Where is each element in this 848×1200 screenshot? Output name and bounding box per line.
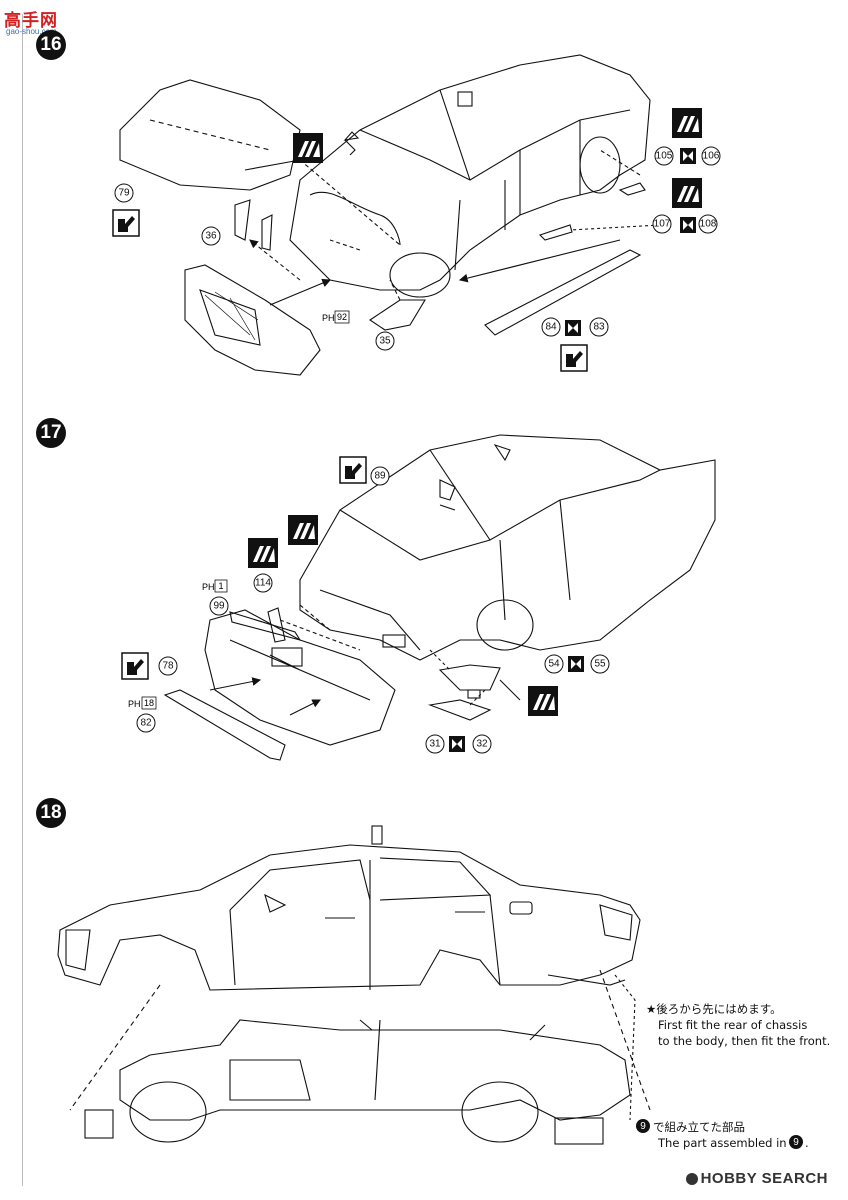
mirror-pair-icon [680, 217, 696, 233]
part-35 [369, 299, 426, 331]
rear-diffuser [163, 689, 286, 761]
mirror-pair-icon [680, 148, 696, 164]
part-label-99: 99 [213, 601, 225, 612]
part-label-32: 32 [476, 739, 488, 750]
part-label-82: 82 [140, 718, 152, 729]
car-body-step16 [289, 54, 651, 291]
part-label-83: 83 [593, 322, 605, 333]
part-label-79: 79 [118, 188, 130, 199]
ph-prefix-17a: PH [202, 582, 215, 592]
step18-note: ★後ろから先にはめます。 First fit the rear of chass… [646, 1001, 830, 1049]
part-label-105: 105 [656, 151, 673, 162]
step16-icons [112, 108, 702, 372]
ph-code-92: 92 [337, 312, 347, 322]
part-label-78: 78 [162, 661, 174, 672]
part-label-108: 108 [700, 219, 717, 230]
part-label-55: 55 [594, 659, 606, 670]
step-number-18: 18 [36, 798, 66, 828]
watermark-title: 高手网 [4, 11, 58, 31]
front-bumper [184, 264, 321, 376]
page-frame [22, 14, 827, 1186]
side-skirt [484, 249, 642, 336]
step-ref-9-icon [636, 1119, 650, 1133]
part-label-54: 54 [548, 659, 560, 670]
paint-brush-icon [112, 209, 140, 237]
step-ref-9b: 9 [793, 1137, 799, 1148]
part-label-106: 106 [703, 151, 720, 162]
assembled-note-en: The part assembled in [658, 1135, 787, 1151]
watermark-logo: 高手网 gao-shou.com [2, 6, 76, 40]
mirror-pair-icon [568, 656, 584, 672]
lamp-part-31 [427, 699, 492, 721]
mirror-pair-icon [449, 736, 465, 752]
part-label-31: 31 [429, 739, 441, 750]
part-label-107: 107 [654, 219, 671, 230]
black-paint-icon [293, 133, 323, 163]
lamp-part-54 [438, 664, 501, 691]
step-number-16: 16 [36, 30, 66, 60]
car-body-step17 [299, 434, 716, 661]
paint-brush-icon [339, 456, 367, 484]
rear-bumper [204, 609, 396, 746]
note-english-1: First fit the rear of chassis [658, 1018, 808, 1032]
black-paint-icon [288, 515, 318, 545]
ph-code-18: 18 [144, 698, 154, 708]
step-number-17: 17 [36, 418, 66, 448]
black-paint-icon [528, 686, 558, 716]
note-japanese: ★後ろから先にはめます。 [646, 1002, 782, 1016]
brand-mark-icon [685, 1172, 698, 1185]
part-label-114: 114 [255, 578, 271, 589]
black-paint-icon [248, 538, 278, 568]
assembled-note-period: . [805, 1136, 809, 1150]
black-paint-icon [672, 178, 702, 208]
part-label-36: 36 [205, 231, 217, 242]
step16-group [119, 54, 661, 376]
car-body-side [57, 844, 641, 991]
ph-prefix-16: PH [322, 313, 335, 323]
chassis [119, 1019, 631, 1121]
mirror-pair-icon [565, 320, 581, 336]
step18-icons [636, 1119, 803, 1149]
step17-group [163, 434, 716, 761]
brand-name: HOBBY SEARCH [700, 1170, 828, 1187]
bonnet-part [119, 79, 301, 191]
part-label-84: 84 [545, 322, 557, 333]
step16-part-circles [114, 146, 721, 351]
watermark-subtitle: gao-shou.com [6, 27, 57, 36]
step18-group [57, 825, 651, 1145]
assembled-note-en-text: The part assembled in [658, 1136, 787, 1150]
note-english-2: to the body, then fit the front. [658, 1034, 831, 1048]
black-paint-icon [672, 108, 702, 138]
part-label-89: 89 [374, 471, 386, 482]
step-ref-9-icon [789, 1135, 803, 1149]
assembled-note-jp: で組み立てた部品 [653, 1120, 745, 1134]
part-label-35: 35 [379, 336, 391, 347]
ph-prefix-17b: PH [128, 699, 141, 709]
paint-brush-icon [560, 344, 588, 372]
paint-brush-icon [121, 652, 149, 680]
ph-code-1: 1 [218, 581, 223, 591]
step-ref-9a: 9 [640, 1121, 646, 1132]
footer-brand: HOBBY SEARCH [685, 1170, 828, 1187]
